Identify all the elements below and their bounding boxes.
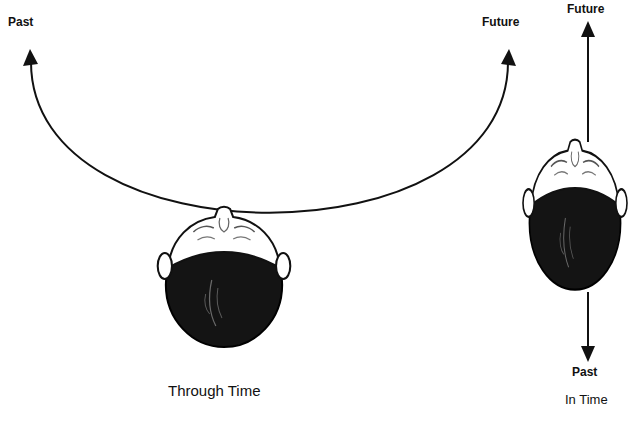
head-figure — [523, 140, 627, 290]
label-text: In Time — [565, 392, 608, 407]
time-direction-label: Future — [482, 16, 519, 29]
label-text: Future — [482, 15, 519, 29]
figure-caption: Through Time — [168, 383, 261, 400]
figure-caption: In Time — [565, 393, 608, 407]
head-figure — [158, 207, 291, 347]
time-direction-label: Past — [8, 16, 33, 29]
time-direction-label: Future — [567, 3, 604, 16]
label-text: Past — [572, 365, 597, 379]
label-text: Past — [8, 15, 33, 29]
label-text: Future — [567, 2, 604, 16]
through-time-arrow — [23, 49, 516, 213]
time-direction-label: Past — [572, 366, 597, 379]
label-text: Through Time — [168, 382, 261, 399]
